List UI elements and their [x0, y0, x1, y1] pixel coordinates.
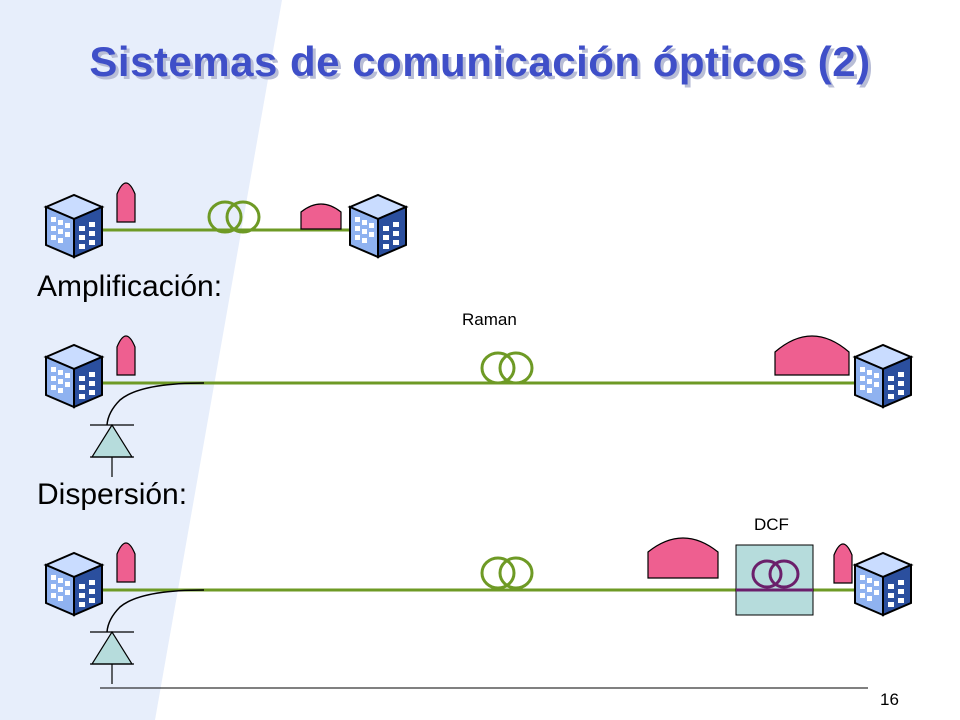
building-icon [45, 194, 103, 258]
row-basic-link [45, 182, 407, 258]
raman-label: Raman [462, 310, 517, 329]
fiber-coil-icon [207, 200, 261, 234]
pump-coupler [106, 589, 205, 633]
pump-diode-icon [89, 424, 135, 478]
building-icon [45, 344, 103, 408]
laser-source-icon [116, 335, 136, 376]
page-number: 16 [880, 690, 899, 709]
amplifier-icon [647, 537, 719, 579]
laser-source-icon [116, 182, 136, 223]
amplification-label: Amplificación: [37, 270, 223, 303]
amplifier-icon [300, 203, 342, 230]
dcf-module-icon [735, 544, 814, 616]
building-icon [854, 552, 912, 616]
building-icon [45, 552, 103, 616]
building-icon [349, 194, 407, 258]
dispersion-label: Dispersión: [37, 478, 188, 511]
fiber-coil-icon [480, 351, 534, 385]
building-icon [854, 344, 912, 408]
fiber-coil-icon [480, 556, 534, 590]
pump-coupler [106, 382, 205, 426]
amplifier-icon [774, 335, 850, 376]
dcf-label: DCF [754, 515, 789, 534]
background-band [0, 0, 282, 720]
laser-source-icon [116, 542, 136, 583]
row-dispersion-compensation [45, 537, 912, 685]
laser-source-icon [833, 543, 853, 584]
pump-diode-icon [89, 631, 135, 685]
row-raman-amplification [45, 335, 912, 478]
slide-title: Sistemas de comunicación ópticos (2) [89, 38, 871, 85]
